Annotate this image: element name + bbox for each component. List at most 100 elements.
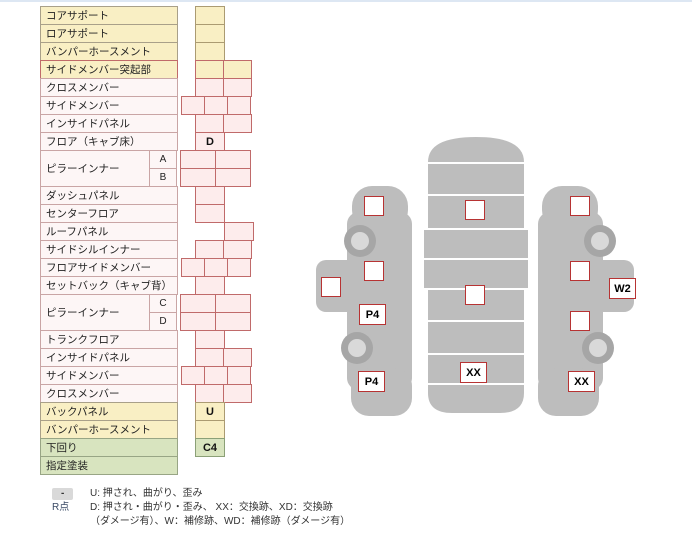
cell-group: D bbox=[195, 132, 225, 151]
damage-cell[interactable] bbox=[195, 24, 225, 43]
damage-cell[interactable] bbox=[195, 204, 225, 223]
table-row: センターフロア bbox=[40, 204, 256, 223]
damage-cell[interactable] bbox=[215, 312, 251, 331]
damage-cell[interactable] bbox=[195, 78, 224, 97]
pillar-sub-label-c: C bbox=[149, 294, 177, 313]
cell-group bbox=[181, 366, 251, 385]
part-label: バックパネル bbox=[40, 402, 178, 421]
damage-cell[interactable] bbox=[195, 384, 224, 403]
damage-marker-empty[interactable] bbox=[364, 196, 384, 216]
part-label: セットバック（キャブ背） bbox=[40, 276, 178, 295]
damage-cell-u[interactable]: U bbox=[195, 402, 225, 421]
damage-marker-empty[interactable] bbox=[465, 200, 485, 220]
damage-cell[interactable] bbox=[215, 168, 251, 187]
part-label: 下回り bbox=[40, 438, 178, 457]
damage-cell-d[interactable]: D bbox=[195, 132, 225, 151]
part-label: トランクフロア bbox=[40, 330, 178, 349]
damage-cell[interactable] bbox=[195, 330, 225, 349]
damage-marker-empty[interactable] bbox=[321, 277, 341, 297]
damage-cell[interactable] bbox=[227, 258, 251, 277]
damage-cell[interactable] bbox=[215, 294, 251, 313]
damage-cell[interactable] bbox=[180, 312, 216, 331]
table-row: 下回り C4 bbox=[40, 438, 256, 457]
damage-cell[interactable] bbox=[223, 348, 252, 367]
part-label: サイドメンバー bbox=[40, 366, 178, 385]
damage-cell[interactable] bbox=[195, 60, 224, 79]
cell-group bbox=[181, 96, 251, 115]
part-label: ピラーインナー bbox=[40, 294, 150, 331]
damage-cell[interactable] bbox=[204, 258, 228, 277]
table-row: サイドメンバー突起部 bbox=[40, 60, 256, 79]
damage-cell[interactable] bbox=[204, 96, 228, 115]
damage-cell[interactable] bbox=[227, 366, 251, 385]
legend-key-swatch: - bbox=[52, 487, 74, 500]
damage-cell[interactable] bbox=[215, 150, 251, 169]
damage-marker-p4[interactable]: P4 bbox=[359, 304, 386, 325]
damage-marker-empty[interactable] bbox=[465, 285, 485, 305]
cell-group bbox=[195, 348, 252, 367]
cell-group bbox=[181, 258, 251, 277]
table-row: クロスメンバー bbox=[40, 78, 256, 97]
table-row: サイドメンバー bbox=[40, 366, 256, 385]
part-label: サイドメンバー bbox=[40, 96, 178, 115]
damage-cell[interactable] bbox=[223, 384, 252, 403]
part-label: インサイドパネル bbox=[40, 114, 178, 133]
damage-cell[interactable] bbox=[181, 96, 205, 115]
damage-marker-empty[interactable] bbox=[364, 261, 384, 281]
legend-text: （ダメージ有）、W：補修跡、WD：補修跡（ダメージ有） bbox=[90, 516, 351, 527]
damage-parts-table: コアサポートロアサポートバンパーホースメントサイドメンバー突起部クロスメンバーサ… bbox=[40, 6, 256, 475]
damage-cell[interactable] bbox=[223, 240, 252, 259]
damage-cell[interactable] bbox=[227, 96, 251, 115]
damage-cell[interactable] bbox=[180, 294, 216, 313]
damage-marker-empty[interactable] bbox=[570, 311, 590, 331]
damage-marker-xx[interactable]: XX bbox=[568, 371, 595, 392]
damage-cell-c4[interactable]: C4 bbox=[195, 438, 225, 457]
part-label: バンパーホースメント bbox=[40, 420, 178, 439]
cell-group bbox=[195, 60, 252, 79]
damage-cell[interactable] bbox=[195, 42, 225, 61]
damage-marker-xx[interactable]: XX bbox=[460, 362, 487, 383]
damage-cell[interactable] bbox=[223, 114, 252, 133]
damage-cell[interactable] bbox=[195, 276, 225, 295]
part-label: クロスメンバー bbox=[40, 78, 178, 97]
damage-cell[interactable] bbox=[195, 6, 225, 25]
part-label: ロアサポート bbox=[40, 24, 178, 43]
damage-cell[interactable] bbox=[223, 78, 252, 97]
part-label: インサイドパネル bbox=[40, 348, 178, 367]
table-row: クロスメンバー bbox=[40, 384, 256, 403]
cell-group bbox=[195, 330, 225, 349]
legend-row: （ダメージ有）、W：補修跡、WD：補修跡（ダメージ有） bbox=[46, 515, 406, 528]
damage-cell[interactable] bbox=[224, 222, 254, 241]
damage-cell[interactable] bbox=[180, 150, 216, 169]
table-row: インサイドパネル bbox=[40, 348, 256, 367]
table-row: バンパーホースメント bbox=[40, 42, 256, 61]
damage-cell[interactable] bbox=[195, 420, 225, 439]
table-row: サイドメンバー bbox=[40, 96, 256, 115]
legend-text: U: 押され、曲がり、歪み bbox=[90, 488, 203, 499]
damage-cell[interactable] bbox=[195, 240, 224, 259]
top-divider bbox=[0, 0, 692, 2]
damage-cell[interactable] bbox=[195, 348, 224, 367]
damage-marker-p4[interactable]: P4 bbox=[358, 371, 385, 392]
wheel-icons bbox=[341, 225, 616, 364]
damage-marker-empty[interactable] bbox=[570, 261, 590, 281]
part-label: センターフロア bbox=[40, 204, 178, 223]
part-label: ピラーインナー bbox=[40, 150, 150, 187]
cell-group bbox=[195, 276, 225, 295]
damage-cell[interactable] bbox=[195, 186, 225, 205]
damage-cell[interactable] bbox=[181, 366, 205, 385]
cell-group bbox=[195, 240, 252, 259]
damage-cell[interactable] bbox=[180, 168, 216, 187]
cell-group bbox=[195, 6, 225, 25]
damage-cell[interactable] bbox=[181, 258, 205, 277]
damage-marker-w2[interactable]: W2 bbox=[609, 278, 636, 299]
part-label: クロスメンバー bbox=[40, 384, 178, 403]
damage-marker-empty[interactable] bbox=[570, 196, 590, 216]
damage-cell[interactable] bbox=[223, 60, 252, 79]
cell-group bbox=[195, 186, 225, 205]
damage-cell[interactable] bbox=[195, 114, 224, 133]
damage-cell[interactable] bbox=[204, 366, 228, 385]
table-row: セットバック（キャブ背） bbox=[40, 276, 256, 295]
